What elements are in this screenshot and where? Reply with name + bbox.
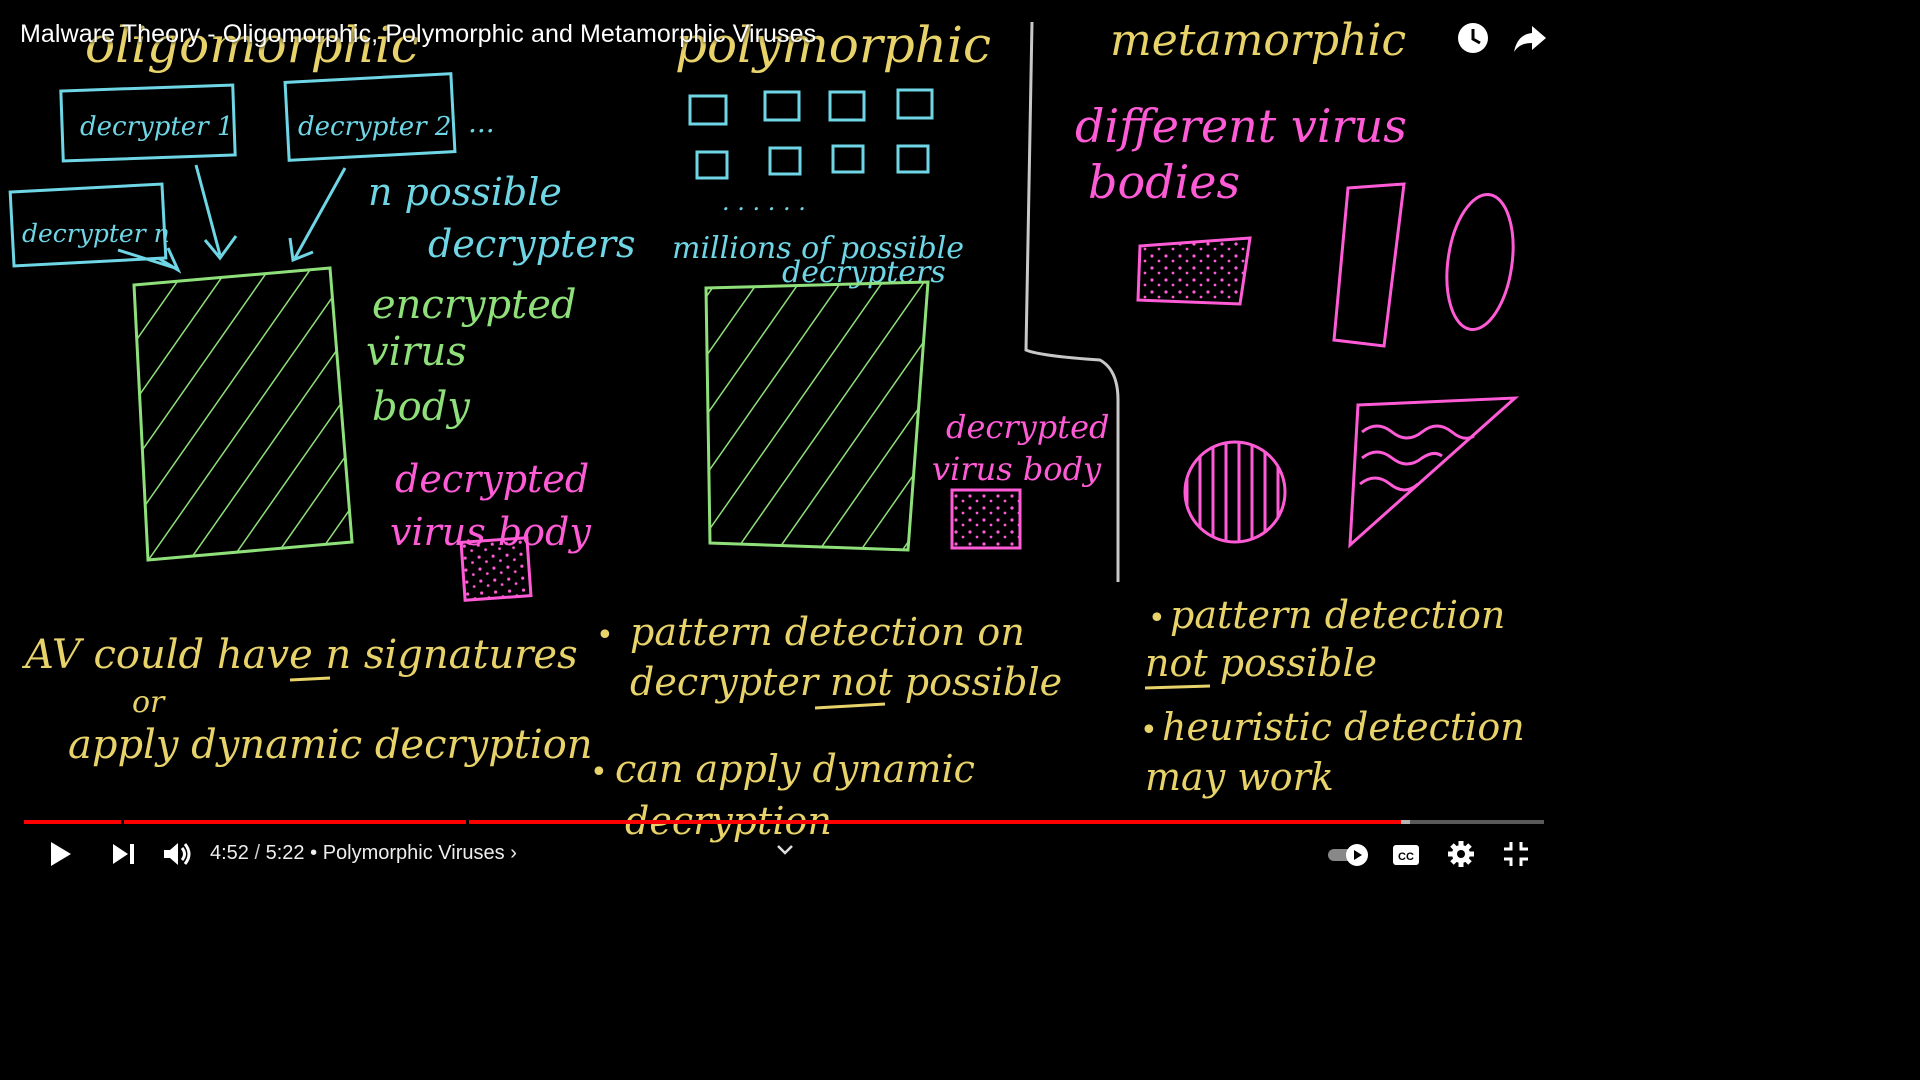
time-display: 4:52 / 5:22 • Polymorphic Viruses › bbox=[210, 842, 517, 865]
polymorphic-heading: polymorphic bbox=[675, 16, 991, 74]
virus-text: virus bbox=[366, 329, 467, 375]
decrypter-arrows bbox=[117, 164, 347, 274]
millions-text: millions of possible bbox=[672, 231, 964, 266]
n-underline bbox=[289, 676, 331, 682]
decrypter-2-box: decrypter 2 bbox=[283, 72, 457, 162]
meta-not-underline bbox=[1144, 684, 1211, 690]
decrypter-2-label: decrypter 2 bbox=[298, 112, 451, 142]
chapter-chevron-icon[interactable]: › bbox=[510, 842, 517, 864]
decrypters-ellipsis: ... bbox=[468, 106, 495, 139]
volume-icon[interactable] bbox=[160, 838, 194, 875]
chapter-marker bbox=[121, 818, 125, 826]
autoplay-toggle-icon[interactable] bbox=[1326, 840, 1374, 875]
share-icon[interactable] bbox=[1510, 18, 1550, 58]
clock-icon[interactable] bbox=[1453, 18, 1493, 58]
decrypter-squares-grid bbox=[688, 88, 934, 180]
play-icon[interactable] bbox=[44, 838, 76, 875]
decrypted-text: decrypted bbox=[395, 457, 589, 501]
oligo-note-line-2: apply dynamic decryption bbox=[68, 722, 593, 768]
exit-fullscreen-icon[interactable] bbox=[1500, 838, 1532, 875]
poly-note-line-3: can apply dynamic bbox=[615, 747, 975, 791]
poly-note-bullet-1: • bbox=[596, 618, 614, 653]
not-underline bbox=[814, 702, 886, 710]
oligo-note-or: or bbox=[132, 685, 166, 720]
polymorphic-encrypted-square bbox=[704, 280, 930, 552]
chapter-title[interactable]: Polymorphic Viruses bbox=[322, 842, 505, 864]
decrypter-1-box: decrypter 1 bbox=[59, 83, 237, 163]
meta-note-line-1: pattern detection bbox=[1170, 593, 1505, 637]
n-possible-text: n possible bbox=[368, 170, 562, 214]
next-icon[interactable] bbox=[108, 838, 140, 875]
different-virus-text: different virus bbox=[1075, 99, 1407, 153]
body-shape-rect bbox=[1136, 236, 1252, 306]
whiteboard-canvas: oligomorphic polymorphic metamorphic dec… bbox=[8, 15, 1525, 843]
time-separator: / bbox=[254, 842, 261, 864]
body-shape-circle bbox=[1183, 440, 1287, 544]
decrypted-body-box bbox=[459, 536, 533, 602]
encrypted-virus-body-square bbox=[132, 266, 354, 562]
poly-note-line-2: decrypter not possible bbox=[630, 660, 1062, 704]
decrypter-n-label: decrypter n bbox=[22, 219, 170, 248]
current-time: 4:52 bbox=[210, 842, 249, 864]
body-text: body bbox=[372, 384, 471, 430]
decrypter-1-label: decrypter 1 bbox=[80, 112, 233, 142]
captions-icon[interactable]: CC bbox=[1390, 840, 1422, 875]
decrypter-n-box: decrypter n bbox=[8, 182, 170, 268]
chevron-down-icon[interactable] bbox=[774, 842, 796, 863]
poly-decrypted-text: decrypted bbox=[946, 408, 1109, 446]
decrypters-text: decrypters bbox=[428, 222, 635, 266]
meta-note-line-3: heuristic detection bbox=[1162, 705, 1525, 749]
meta-note-bullet-2: • bbox=[1140, 713, 1158, 748]
poly-note-bullet-2: • bbox=[590, 755, 608, 790]
metamorphic-heading: metamorphic bbox=[1110, 15, 1406, 66]
body-shape-oval bbox=[1445, 193, 1515, 331]
meta-note-line-4: may work bbox=[1145, 755, 1334, 799]
oligo-note-line-1: AV could have n signatures bbox=[21, 632, 578, 678]
section-divider bbox=[1024, 21, 1120, 582]
body-shape-tall bbox=[1332, 182, 1406, 348]
chapter-dot: • bbox=[310, 842, 318, 864]
poly-decrypted-body-box bbox=[950, 488, 1022, 550]
progress-bar[interactable] bbox=[24, 818, 1544, 826]
meta-note-bullet-1: • bbox=[1148, 601, 1166, 636]
bodies-text: bodies bbox=[1088, 155, 1240, 209]
chapter-marker bbox=[466, 818, 470, 826]
gear-icon[interactable] bbox=[1445, 838, 1477, 875]
encrypted-text: encrypted bbox=[372, 282, 577, 328]
meta-note-line-2: not possible bbox=[1145, 641, 1377, 685]
oligomorphic-heading: oligomorphic bbox=[85, 16, 419, 74]
progress-played bbox=[24, 820, 1402, 824]
poly-virus-body-text: virus body bbox=[932, 450, 1102, 488]
svg-text:CC: CC bbox=[1398, 851, 1414, 863]
video-title[interactable]: Malware Theory - Oligomorphic, Polymorph… bbox=[20, 20, 817, 48]
duration: 5:22 bbox=[265, 842, 305, 864]
dots-text: . . . . . . bbox=[722, 188, 806, 216]
poly-note-line-1: pattern detection on bbox=[630, 610, 1025, 654]
body-shape-triangle bbox=[1348, 396, 1520, 549]
